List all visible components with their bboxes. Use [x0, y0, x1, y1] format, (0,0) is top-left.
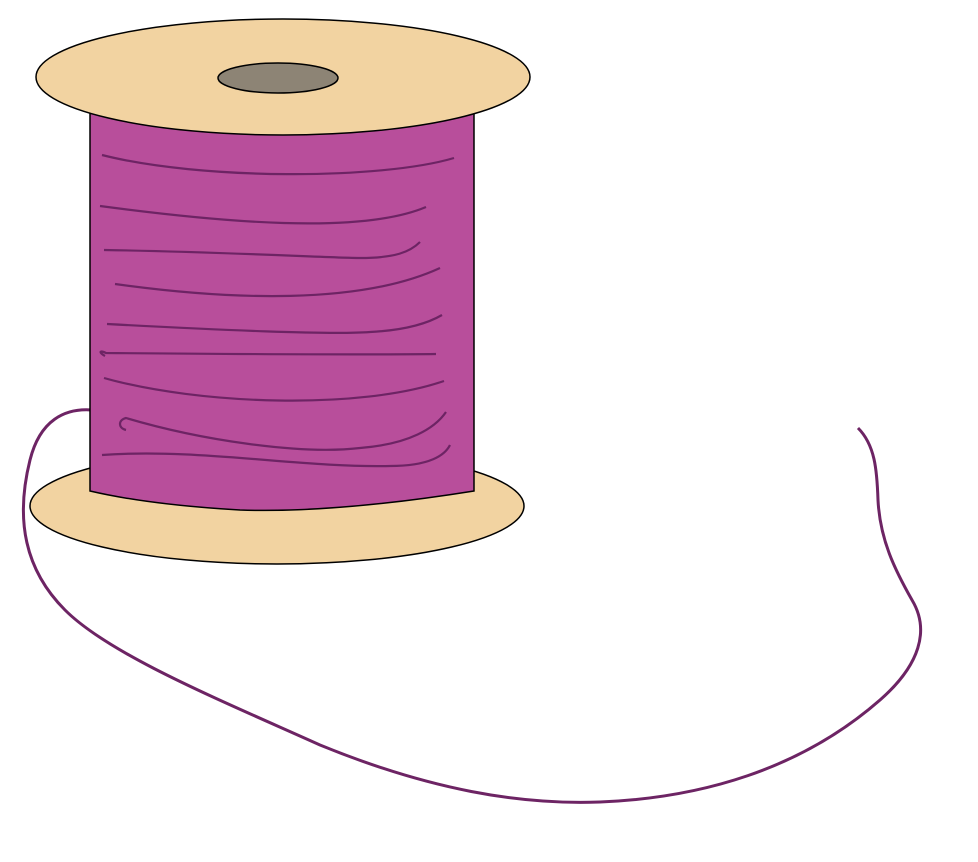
thread-wrap-line [99, 350, 437, 357]
thread-wrap-line [99, 204, 427, 225]
thread-wrap-line [106, 314, 443, 334]
thread-wrap-line [103, 241, 421, 260]
thread-wrap-line [114, 267, 441, 298]
thread-wrap-line [101, 444, 451, 468]
thread-wrap-line [101, 153, 455, 176]
thread-wrap-lines [99, 153, 455, 468]
thread-wound-body [89, 109, 475, 512]
loose-thread-strand [21, 408, 923, 804]
spool-center-hole [217, 62, 339, 94]
thread-wrap-line [118, 411, 447, 451]
thread-wrap-line [103, 376, 445, 402]
